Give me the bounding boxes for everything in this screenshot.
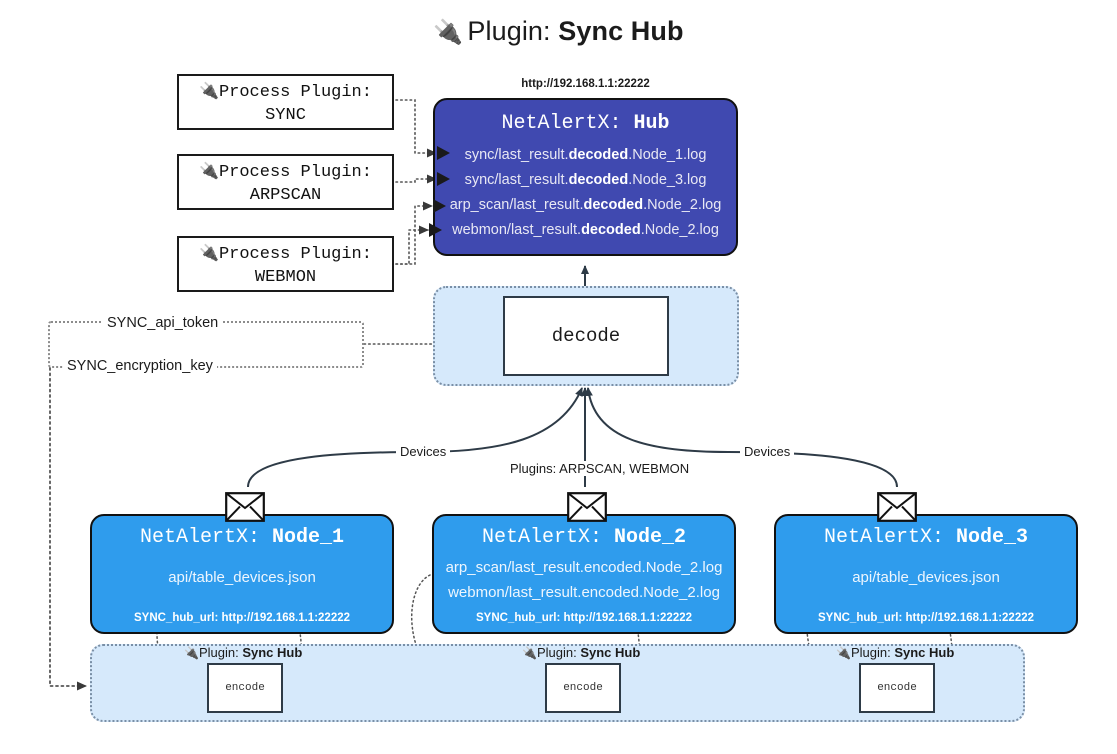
node-title: NetAlertX: Node_2 <box>481 526 687 549</box>
process-plugin-name: SYNC <box>265 105 306 125</box>
process-plugin-line1: 🔌Process Plugin: <box>179 80 392 105</box>
process-plugin-box-webmon[interactable]: 🔌Process Plugin: WEBMON <box>177 236 394 292</box>
plug-icon: 🔌 <box>199 243 219 262</box>
node-resource-list: arp_scan/last_result.encoded.Node_2.log … <box>434 555 734 605</box>
edge-label-devices-right: Devices <box>740 444 795 459</box>
process-plugin-label: Process Plugin: <box>218 83 372 102</box>
encode-box-node-1[interactable]: encode <box>207 663 283 713</box>
node-resource-item: arp_scan/last_result.encoded.Node_2.log <box>445 559 723 576</box>
node-resource-item: webmon/last_result.encoded.Node_2.log <box>448 584 720 601</box>
page-title-prefix: Plugin: <box>467 16 559 46</box>
hub-log-item: arp_scan/last_result.decoded.Node_2.log <box>449 197 722 213</box>
node-hub-url: SYNC_hub_url: http://192.168.1.1:22222 <box>475 612 693 624</box>
node-box-node-2[interactable]: NetAlertX: Node_2 arp_scan/last_result.e… <box>432 514 736 634</box>
encode-box-node-3[interactable]: encode <box>859 663 935 713</box>
hub-title-prefix: NetAlertX: <box>501 112 634 135</box>
edge-label-plugins: Plugins: ARPSCAN, WEBMON <box>506 461 694 476</box>
edge-label-devices-left: Devices <box>396 444 451 459</box>
envelope-icon <box>567 492 607 522</box>
plug-icon: 🔌 <box>199 161 219 180</box>
envelope-icon <box>225 492 265 522</box>
node-hub-url: SYNC_hub_url: http://192.168.1.1:22222 <box>133 612 351 624</box>
node-resource-item: api/table_devices.json <box>168 569 316 586</box>
process-plugin-line1: 🔌Process Plugin: <box>179 242 392 267</box>
plug-icon: 🔌 <box>836 646 851 660</box>
hub-log-list: sync/last_result.decoded.Node_1.log sync… <box>435 143 736 243</box>
node-title-name: Node_1 <box>272 526 345 549</box>
proc-to-hub-edges <box>395 99 437 265</box>
hub-title: NetAlertX: Hub <box>435 112 736 135</box>
plug-icon: 🔌 <box>522 646 537 660</box>
process-plugin-label: Process Plugin: <box>218 245 372 264</box>
hub-url-label: http://192.168.1.1:22222 <box>521 78 650 90</box>
hub-log-item: sync/last_result.decoded.Node_1.log <box>464 147 707 163</box>
process-plugin-line1: 🔌Process Plugin: <box>179 160 392 185</box>
process-plugin-label: Process Plugin: <box>218 163 372 182</box>
encode-box-node-2[interactable]: encode <box>545 663 621 713</box>
hub-title-name: Hub <box>633 112 670 135</box>
node-hub-url: SYNC_hub_url: http://192.168.1.1:22222 <box>817 612 1035 624</box>
node-resource-list: api/table_devices.json <box>776 565 1076 590</box>
encode-caption: 🔌Plugin: Sync Hub <box>184 645 303 660</box>
hub-node[interactable]: NetAlertX: Hub sync/last_result.decoded.… <box>433 98 738 256</box>
process-plugin-box-sync[interactable]: 🔌Process Plugin: SYNC <box>177 74 394 130</box>
sync-encryption-key-label: SYNC_encryption_key <box>63 358 217 374</box>
plug-icon: 🔌 <box>433 19 464 46</box>
plug-icon: 🔌 <box>184 646 199 660</box>
encode-caption: 🔌Plugin: Sync Hub <box>836 645 955 660</box>
process-plugin-box-arpscan[interactable]: 🔌Process Plugin: ARPSCAN <box>177 154 394 210</box>
node-title-name: Node_3 <box>956 526 1029 549</box>
sync-api-token-label: SYNC_api_token <box>103 315 223 331</box>
node-title: NetAlertX: Node_3 <box>823 526 1029 549</box>
node-title: NetAlertX: Node_1 <box>139 526 345 549</box>
process-plugin-name: WEBMON <box>254 267 317 287</box>
encode-caption: 🔌Plugin: Sync Hub <box>522 645 641 660</box>
envelope-icon <box>877 492 917 522</box>
node-resource-list: api/table_devices.json <box>92 565 392 590</box>
page-title-name: Sync Hub <box>558 16 684 46</box>
hub-log-item: sync/last_result.decoded.Node_3.log <box>464 172 707 188</box>
decode-box[interactable]: decode <box>503 296 669 376</box>
node-box-node-1[interactable]: NetAlertX: Node_1 api/table_devices.json… <box>90 514 394 634</box>
process-plugin-name: ARPSCAN <box>249 185 322 205</box>
node-title-name: Node_2 <box>614 526 687 549</box>
hub-log-item: webmon/last_result.decoded.Node_2.log <box>452 222 719 238</box>
page-title: 🔌Plugin: Sync Hub <box>0 16 1117 47</box>
node-box-node-3[interactable]: NetAlertX: Node_3 api/table_devices.json… <box>774 514 1078 634</box>
plug-icon: 🔌 <box>199 81 219 100</box>
node-resource-item: api/table_devices.json <box>852 569 1000 586</box>
secrets-to-encode-edge <box>49 367 87 691</box>
